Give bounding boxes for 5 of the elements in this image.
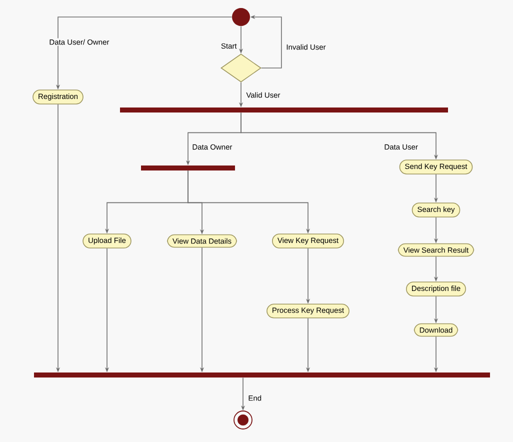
end-dot [234,410,252,430]
fork-bar [141,166,235,170]
fork-bar [34,372,490,378]
start-dot [232,8,250,26]
fork-bar [120,108,448,112]
